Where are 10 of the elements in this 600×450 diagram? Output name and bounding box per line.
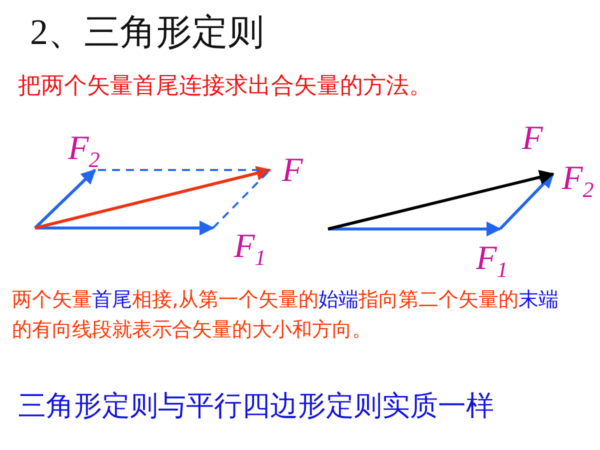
intro-sentence: 把两个矢量首尾连接求出合矢量的方法。 xyxy=(18,72,433,101)
vector-label: F$_{1}$ xyxy=(476,239,508,284)
vector-label: F xyxy=(522,119,543,159)
vector-label: F$_{1}$ xyxy=(234,227,266,272)
conclusion-sentence: 三角形定则与平行四边形定则实质一样 xyxy=(18,388,494,423)
vector-label: F$_{2}$ xyxy=(68,129,100,174)
slide-title: 2、三角形定则 xyxy=(30,11,264,54)
vector-label: F$_{2}$ xyxy=(562,159,594,204)
rule-paragraph: 两个矢量首尾相接,从第一个矢量的始端指向第二个矢量的末端的有向线段就表示合矢量的大小和方向。 xyxy=(12,286,560,343)
vector-label: F xyxy=(282,151,303,191)
